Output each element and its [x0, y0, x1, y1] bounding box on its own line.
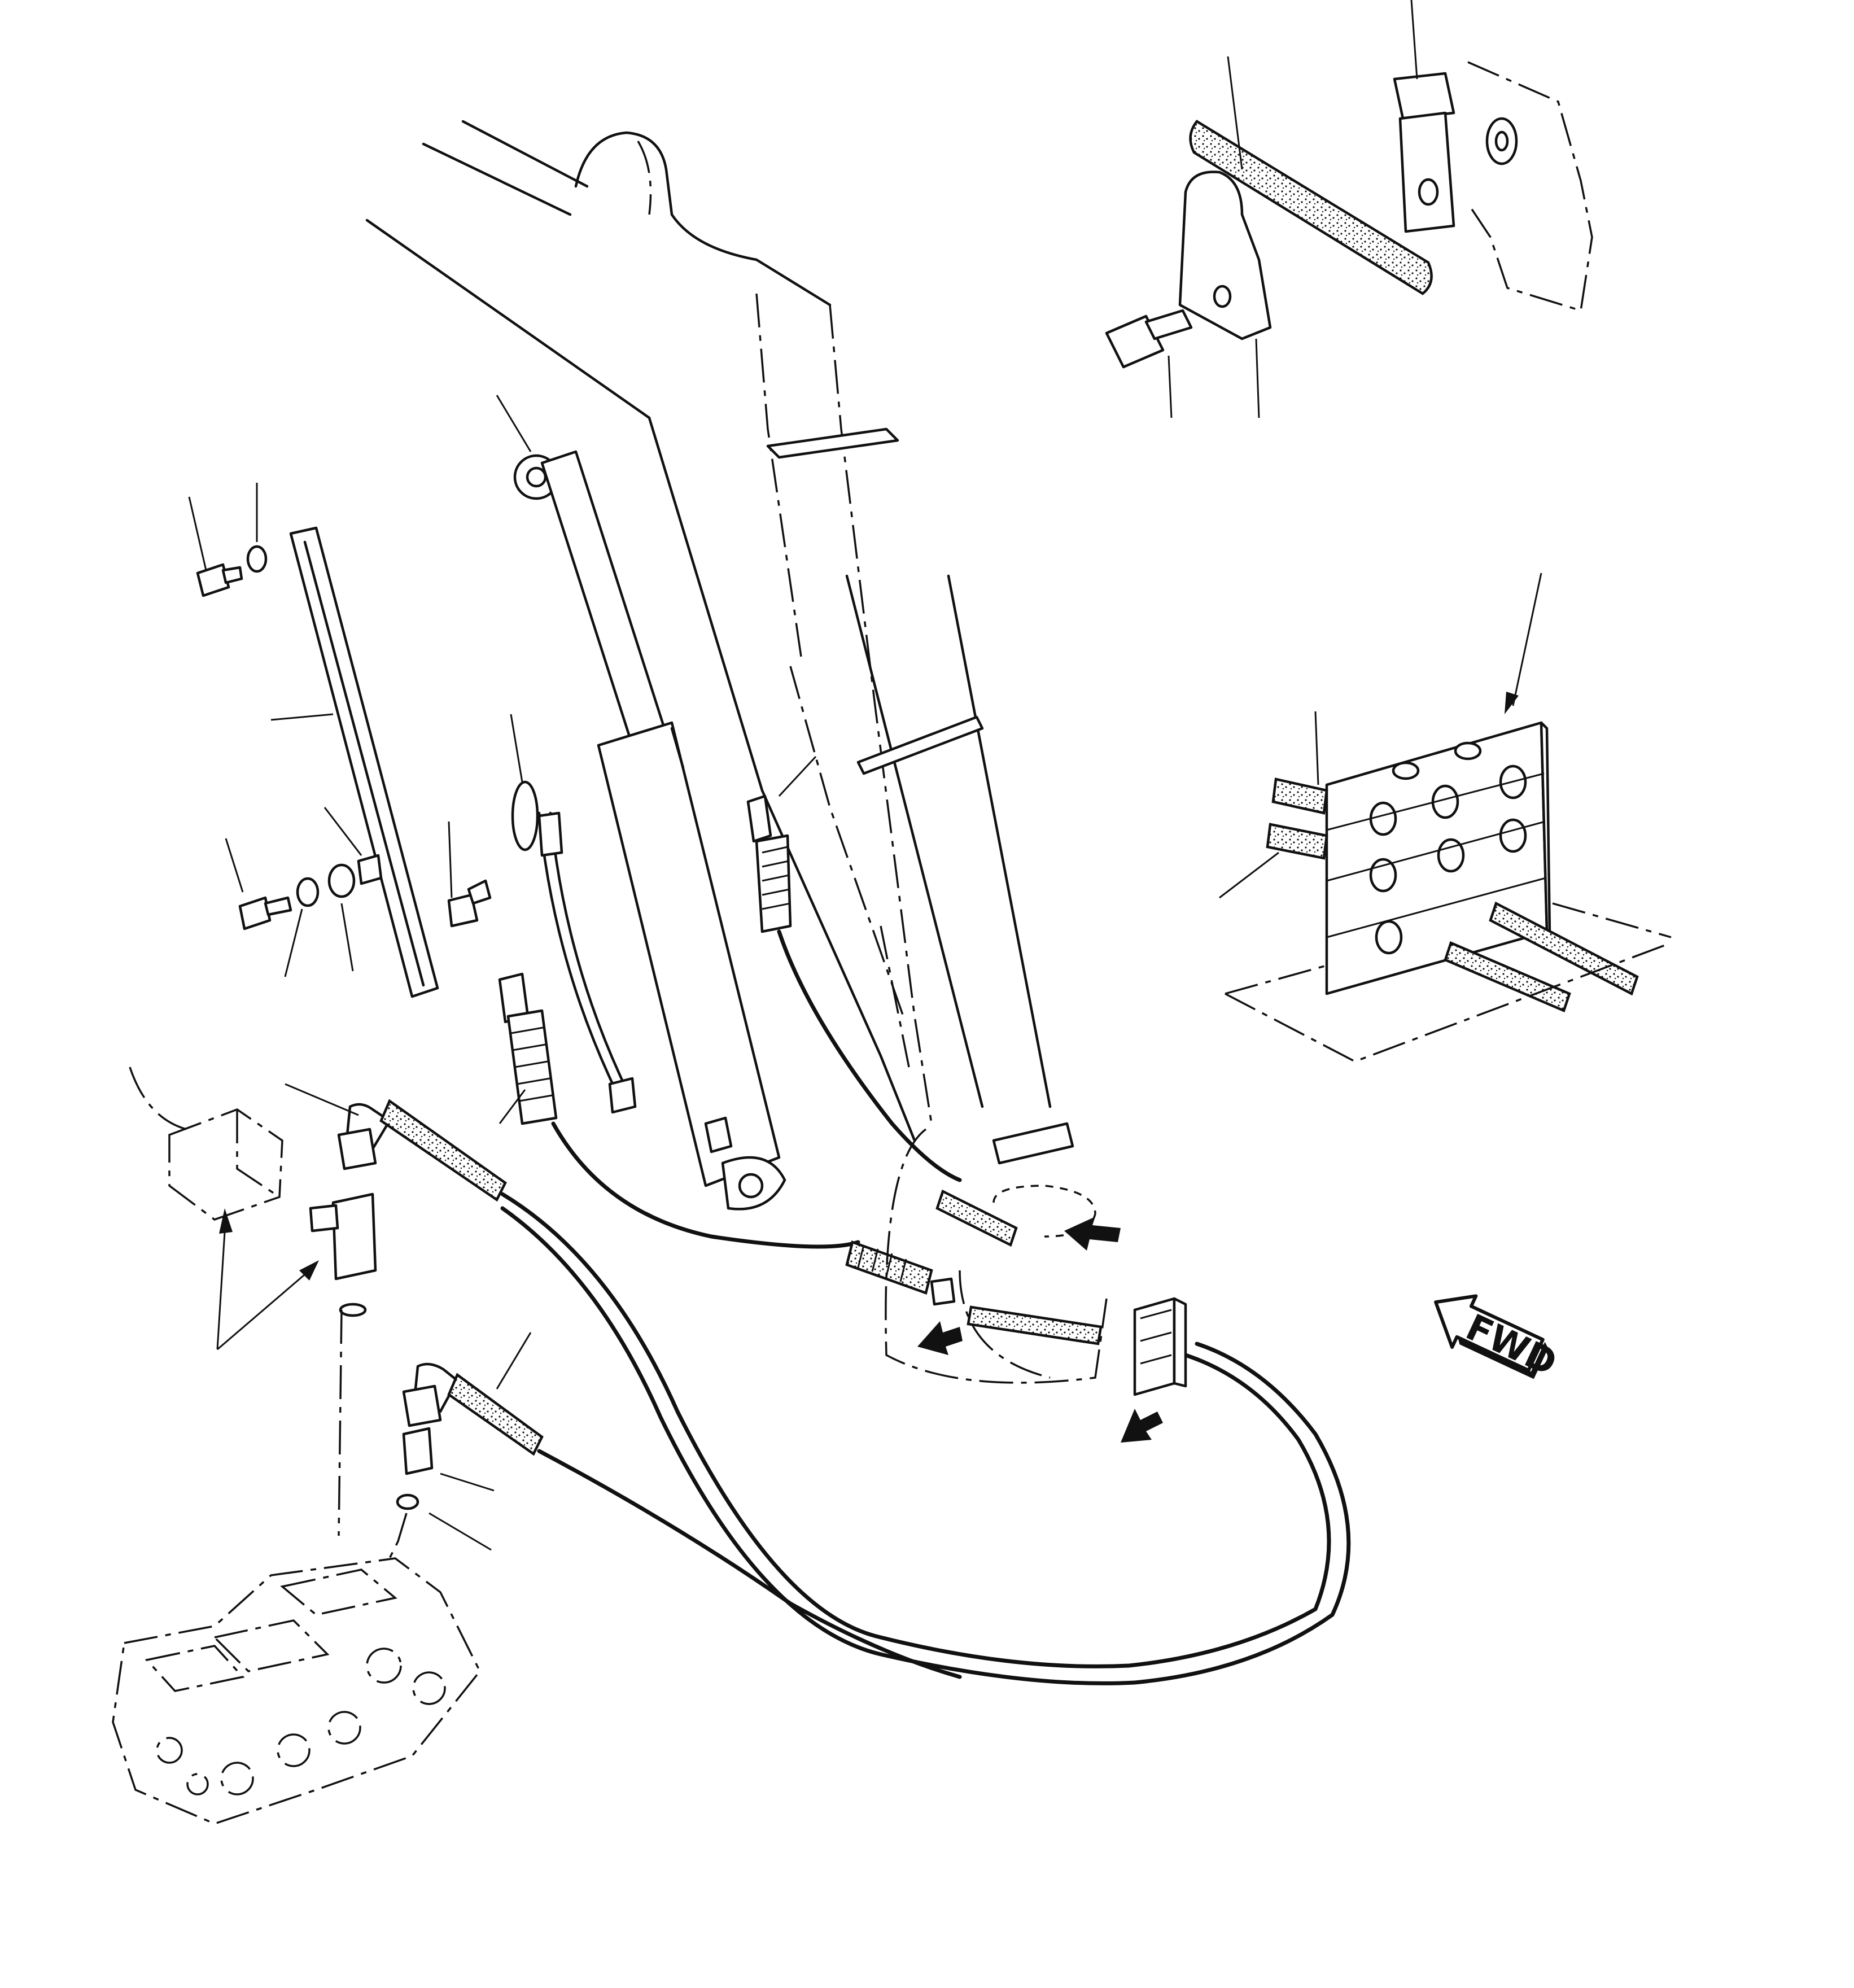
hose-block [1225, 721, 1672, 1063]
fwd-direction-marker: FWD [1434, 1294, 1563, 1384]
valve-block [129, 1067, 377, 1317]
cylinder-lines [498, 794, 962, 1249]
control-valve-bank [112, 1557, 482, 1825]
clamp-detail [1105, 61, 1593, 369]
rod-bar [289, 526, 439, 998]
location-arrows [917, 1217, 1163, 1443]
boom-outline [365, 120, 1074, 1165]
lower-fittings [338, 1309, 434, 1559]
bolt-washer-set [196, 545, 539, 930]
main-hoses [337, 1099, 1351, 1685]
fwd-label: FWD [1459, 1307, 1563, 1384]
leader-arrowheads [219, 692, 1519, 1281]
leader-lines [188, 0, 1542, 1551]
clamp-area [885, 1128, 1187, 1396]
boom-cylinder [513, 450, 786, 1211]
